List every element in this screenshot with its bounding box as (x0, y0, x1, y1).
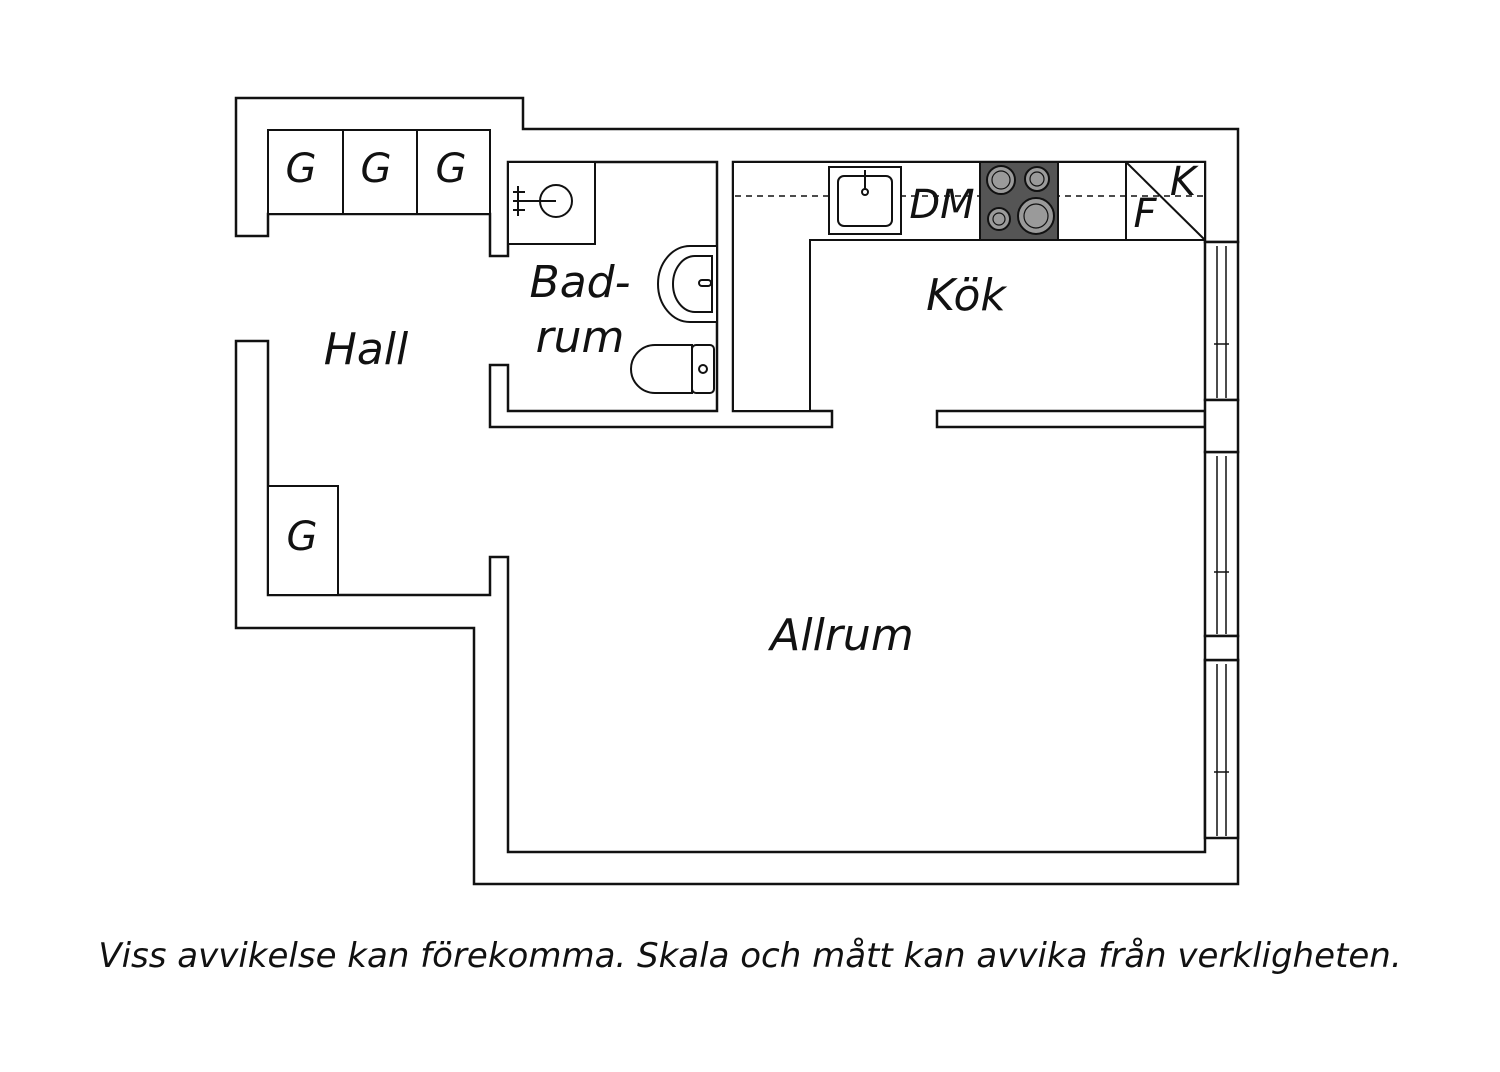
freezer-label: K (1170, 159, 1199, 205)
room-label-kitchen: Kök (926, 270, 1007, 321)
fridge-label: F (1133, 191, 1157, 237)
toilet-icon (630, 344, 715, 394)
stove-icon (979, 161, 1059, 241)
closet-label: G (436, 146, 467, 192)
closet-label: G (361, 146, 392, 192)
room-label-bathroom: Bad- (530, 257, 631, 308)
closet-top (267, 129, 491, 215)
closet-label: G (287, 514, 318, 560)
window-sill-1 (1203, 398, 1240, 454)
room-label-hall: Hall (324, 324, 409, 375)
disclaimer-text: Viss avvikelse kan förekomma. Skala och … (98, 936, 1402, 976)
washbasin-icon (657, 245, 718, 323)
room-label-bathroom: rum (536, 312, 625, 363)
closet-label: G (286, 146, 317, 192)
room-label-living: Allrum (767, 610, 913, 661)
outer-wall-left (234, 339, 1240, 886)
kitchen-partition-wall (935, 409, 1207, 429)
window-sill-2 (1203, 634, 1240, 662)
window-middle (1203, 450, 1240, 638)
kitchen-sink-icon (828, 166, 902, 235)
window-upper (1203, 240, 1240, 402)
shower-icon (513, 184, 573, 218)
closet-side (267, 485, 339, 596)
window-lower (1203, 658, 1240, 840)
dishwasher-label: DM (909, 182, 974, 228)
